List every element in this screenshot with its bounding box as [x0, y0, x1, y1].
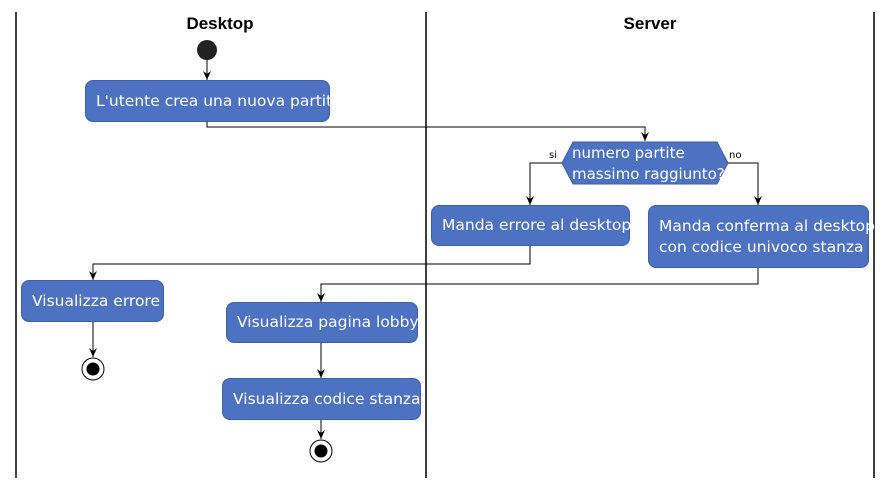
edge-decision-yes [526, 162, 562, 205]
activity-send-confirm-line2: con codice univoco stanza [659, 237, 864, 256]
decision-label-line1: numero partite [572, 144, 685, 162]
decision-label-line2: massimo raggiunto? [572, 165, 725, 183]
activity-create-game: L'utente crea una nuova partita [85, 80, 342, 122]
decision-label: numero partite massimo raggiunto? [572, 143, 725, 185]
edge-error-to-show-error [89, 246, 531, 280]
activity-send-error-label: Manda errore al desktop [442, 216, 632, 234]
end-node-lobby [309, 439, 333, 463]
activity-show-error: Visualizza errore [21, 280, 164, 322]
guard-no: no [729, 150, 742, 161]
edge-create-to-decision [206, 122, 649, 141]
activity-send-error: Manda errore al desktop [431, 205, 632, 246]
activity-show-lobby-label: Visualizza pagina lobby [237, 313, 419, 331]
activity-send-confirm: Manda conferma al desktop con codice uni… [648, 205, 875, 268]
activity-show-room-code-label: Visualizza codice stanza [233, 389, 421, 408]
edge-confirm-to-lobby [317, 268, 759, 302]
activity-show-error-label: Visualizza errore [32, 291, 160, 310]
lane-title-server: Server [623, 14, 677, 33]
guard-yes: si [549, 150, 557, 161]
start-node [197, 40, 217, 60]
activity-send-confirm-line1: Manda conferma al desktop [659, 216, 875, 235]
edge-decision-no [728, 162, 762, 205]
activity-show-lobby: Visualizza pagina lobby [226, 302, 419, 343]
activity-show-room-code: Visualizza codice stanza [222, 378, 421, 420]
end-node-error [81, 357, 105, 381]
activity-create-game-label: L'utente crea una nuova partita [96, 91, 342, 110]
lane-title-desktop: Desktop [186, 14, 254, 33]
